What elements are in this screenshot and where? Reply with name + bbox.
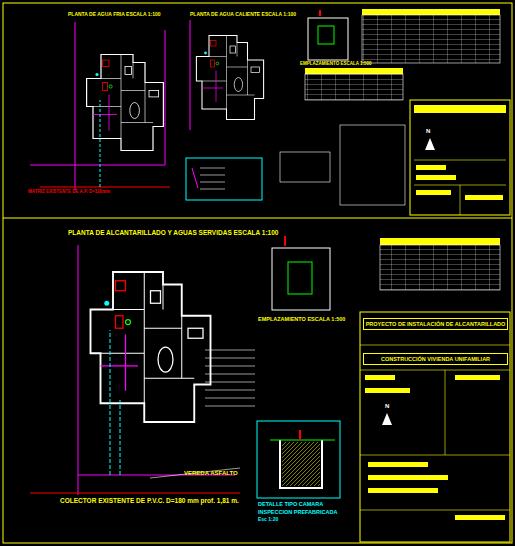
drawing-label: N	[426, 128, 430, 135]
drawing-label: COLECTOR EXISTENTE DE P.V.C. D=180 mm pr…	[60, 497, 239, 504]
drawing-label: Esc 1:20	[258, 517, 278, 523]
title-band: PROYECTO DE INSTALACIÓN DE ALCANTARILLAD…	[363, 318, 508, 330]
band-text: CONSTRUCCIÓN VIVIENDA UNIFAMILIAR	[381, 356, 490, 362]
title-band: CONSTRUCCIÓN VIVIENDA UNIFAMILIAR	[363, 353, 508, 365]
band-text: PROYECTO DE INSTALACIÓN DE ALCANTARILLAD…	[366, 321, 506, 327]
drawing-label: N	[385, 403, 389, 410]
drawing-label: EMPLAZAMIENTO ESCALA 1:500	[300, 62, 372, 67]
drawing-label: MATRIZ EXISTENTE DE A.P. D=110mm	[28, 190, 110, 195]
drawing-label: PLANTA DE AGUA FRIA ESCALA 1:100	[68, 12, 161, 18]
drawing-label: PLANTA DE AGUA CALIENTE ESCALA 1:100	[190, 12, 296, 18]
drawing-label: PLANTA DE ALCANTARILLADO Y AGUAS SERVIDA…	[68, 229, 278, 236]
drawing-label: DETALLE TIPO CAMARA	[258, 501, 323, 507]
drawing-label: VEREDA ASFALTO	[184, 470, 238, 477]
drawing-label: INSPECCION PREFABRICADA	[258, 509, 337, 515]
drawing-label: EMPLAZAMIENTO ESCALA 1:500	[258, 316, 345, 322]
